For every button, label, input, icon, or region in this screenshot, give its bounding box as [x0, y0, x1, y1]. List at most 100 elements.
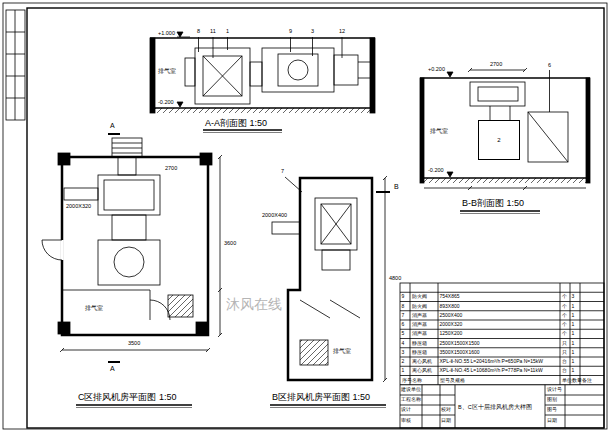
equipment-table: [400, 283, 604, 428]
section-b-b: [478, 87, 518, 101]
table-cell: 防火阀: [412, 304, 427, 310]
table-cell: 2: [402, 359, 405, 365]
section-a-a: [312, 37, 313, 56]
plan-b: [383, 176, 387, 180]
plan-b: [270, 176, 390, 408]
plan-c: [218, 333, 222, 337]
title-block: [565, 385, 566, 428]
table-cell: 754X865: [440, 294, 460, 300]
plan-b: [288, 178, 372, 380]
plan-b: [322, 250, 350, 270]
section-b-b: [460, 213, 540, 214]
room-name: 排气室: [85, 305, 103, 311]
title-block-cell: 设计: [401, 407, 411, 413]
equipment-table: [400, 366, 604, 367]
table-cell: 个: [562, 313, 567, 319]
table-cell: 个: [562, 294, 567, 300]
plan-b: [330, 300, 360, 318]
plan-c: [76, 407, 192, 408]
table-cell: 静压箱: [412, 341, 427, 347]
sheet-frame: [6, 32, 25, 33]
equipment-table: [400, 301, 604, 302]
plan-b: [385, 178, 386, 380]
plan-c: [64, 188, 98, 200]
equipment-table: [400, 347, 604, 348]
equipment-table: [570, 283, 571, 385]
table-cell: 3500X1500X1600: [440, 350, 480, 356]
plan-c: [200, 153, 212, 165]
table-cell: 消声器: [412, 331, 427, 337]
view-title: C区排风机房平面图 1:50: [78, 392, 177, 402]
dimension: 2000X400: [262, 212, 287, 218]
plan-c: [42, 240, 62, 241]
equipment-table: [400, 329, 604, 330]
section-b-b: [510, 106, 511, 120]
section-a-a: [278, 54, 318, 86]
plan-c: [112, 138, 142, 157]
table-cell: 序号: [402, 378, 412, 383]
sheet-frame: [3, 3, 607, 429]
section-b-b: [447, 72, 453, 77]
title-block: [455, 385, 456, 428]
table-cell: 3: [402, 350, 405, 356]
table-cell: 消声器: [412, 313, 427, 319]
elevation: -0.200: [158, 99, 174, 105]
table-cell: 备注: [582, 378, 592, 384]
table-cell: 3: [572, 294, 575, 300]
title-block-cell: 工程名称: [401, 397, 421, 403]
section-a-a: [203, 56, 242, 96]
callout-number: 12: [339, 28, 345, 34]
table-cell: 1250X200: [440, 331, 463, 337]
section-a-a: [150, 38, 155, 113]
callout-number: 3: [311, 28, 314, 34]
equipment-table: [400, 310, 604, 311]
section-b-b: [468, 186, 472, 190]
table-cell: 离心风机: [412, 359, 432, 365]
dimension: 3600: [224, 240, 236, 246]
sheet-frame: [27, 8, 604, 428]
callout-number: 11: [210, 28, 216, 34]
table-cell: XPL-Ⅱ-NO.55 L=20416m³/h P=650Pa N=15kW: [440, 359, 544, 365]
title-block-cell: 日期: [547, 418, 557, 424]
plan-b: [270, 404, 386, 406]
plan-c: [42, 134, 222, 408]
equipment-table: [400, 384, 604, 385]
plan-b: [300, 340, 328, 365]
title-block: [545, 415, 604, 416]
equipment-table: [400, 375, 604, 376]
section-a-a: [177, 102, 183, 107]
dimension: 2000X320: [66, 203, 91, 209]
section-a-a: [185, 58, 195, 86]
view-title: B区排风机房平面图 1:50: [272, 392, 370, 402]
equipment-table: [438, 283, 439, 385]
section-a-a: [155, 108, 370, 113]
title-block: [545, 405, 604, 406]
section-b-b: [470, 70, 525, 71]
plan-c: [62, 290, 150, 291]
plan-b: [383, 378, 387, 382]
section-b-b: [424, 188, 586, 189]
section-b-b: [468, 68, 472, 72]
title-block-cell: 图号: [547, 407, 557, 413]
view-title: A-A剖面图 1:50: [205, 118, 267, 128]
table-cell: 防火阀: [412, 294, 427, 300]
plan-c: [220, 157, 221, 335]
table-cell: 1: [572, 313, 575, 319]
dimension: 3500: [128, 340, 140, 346]
section-a-a: [203, 129, 282, 131]
title-block: [545, 385, 546, 428]
sheet-frame: [6, 10, 25, 120]
table-cell: 6: [402, 322, 405, 328]
table-cell: 消声器: [412, 322, 427, 328]
plan-b: [300, 300, 330, 318]
sheet-frame: [15, 10, 16, 120]
callout-number: 9: [289, 28, 292, 34]
sheet-frame: [3, 3, 607, 429]
section-a-a: [198, 37, 199, 52]
dimension: 4800: [389, 275, 401, 281]
table-cell: 名称: [412, 378, 422, 384]
table-cell: 只: [562, 350, 567, 356]
dimension: 2700: [490, 61, 502, 67]
plan-c: [112, 153, 142, 154]
